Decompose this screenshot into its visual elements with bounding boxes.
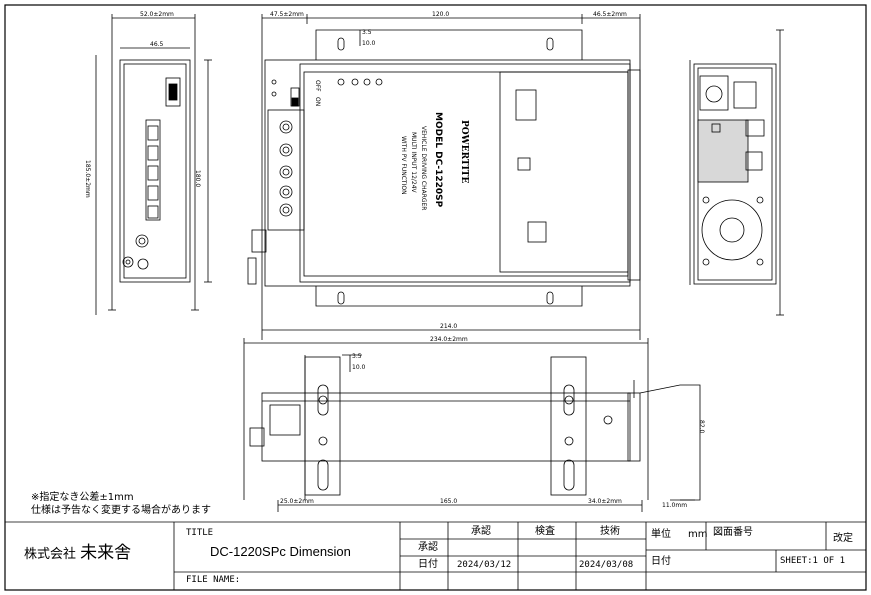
brand-label: POWERTITE	[459, 120, 469, 184]
dim-overall-length: 234.0±2mm	[430, 336, 468, 343]
dim-body-length: 214.0	[440, 323, 458, 330]
side-view-left	[95, 14, 212, 315]
dim-bracket-big: 10.0	[362, 40, 376, 47]
dim-bottom-small: 3.5	[352, 353, 362, 360]
dim-bottom-left: 25.0±2mm	[280, 498, 314, 505]
file-name-label: FILE NAME:	[186, 575, 241, 585]
dim-side-overall: 185.0±2mm	[84, 160, 91, 198]
check-header: 検査	[535, 526, 555, 537]
switch-on-label: ON	[314, 97, 321, 107]
dim-foot-right: 11.0mm	[662, 502, 688, 509]
tolerance-note: ※指定なき公差±1mm	[31, 492, 134, 503]
top-view	[243, 14, 649, 500]
company-main-name: 未来舎	[80, 543, 132, 563]
date-row-label: 日付	[418, 559, 438, 570]
company-prefix: 株式会社	[24, 547, 77, 562]
approve-date: 2024/03/12	[457, 560, 512, 570]
dim-bottom-right: 34.0±2mm	[588, 498, 622, 505]
date-label: 日付	[651, 556, 671, 567]
company-name: 株式会社 未来舎	[24, 545, 131, 562]
unit-value: mm	[688, 529, 708, 540]
dim-side-width: 52.0±2mm	[140, 11, 174, 18]
switch-off-label: OFF	[314, 80, 321, 92]
approve-header: 承認	[471, 526, 491, 537]
title-block-grid	[5, 521, 866, 590]
model-label: MODEL DC-1220SP	[433, 112, 443, 208]
desc-line1: VEHICLE DRIVING CHARGER	[420, 126, 427, 211]
desc-line3: WITH PV FUNCTION	[400, 136, 407, 195]
side-view-right	[689, 29, 784, 316]
tech-header: 技術	[600, 526, 620, 537]
revision-label: 改定	[833, 533, 853, 544]
title-label: TITLE	[186, 528, 214, 538]
sheet-number: SHEET:1 OF 1	[780, 556, 846, 566]
dim-height-right: 82.0	[698, 420, 705, 434]
front-view-bottom	[249, 354, 701, 512]
unit-label: 単位	[651, 529, 671, 540]
dim-bracket-small: 3.5	[362, 29, 372, 36]
dim-bottom-center: 165.0	[440, 498, 458, 505]
approve-row-label: 承認	[418, 542, 438, 553]
drawing-title: DC-1220SPc Dimension	[210, 544, 351, 559]
dim-top-left-offset: 47.5±2mm	[270, 11, 304, 18]
dim-top-center: 120.0	[432, 11, 450, 18]
spec-change-note: 仕様は予告なく変更する場合があります	[31, 505, 211, 516]
dim-top-right-offset: 46.5±2mm	[593, 11, 627, 18]
tech-date: 2024/03/08	[579, 560, 634, 570]
dim-side-height: 180.0	[194, 170, 201, 188]
dim-side-inner: 46.5	[150, 41, 164, 48]
desc-line2: MULTI INPUT 12/24V	[410, 132, 417, 193]
drawing-number-label: 図面番号	[713, 527, 753, 538]
dim-bottom-big: 10.0	[352, 364, 366, 371]
